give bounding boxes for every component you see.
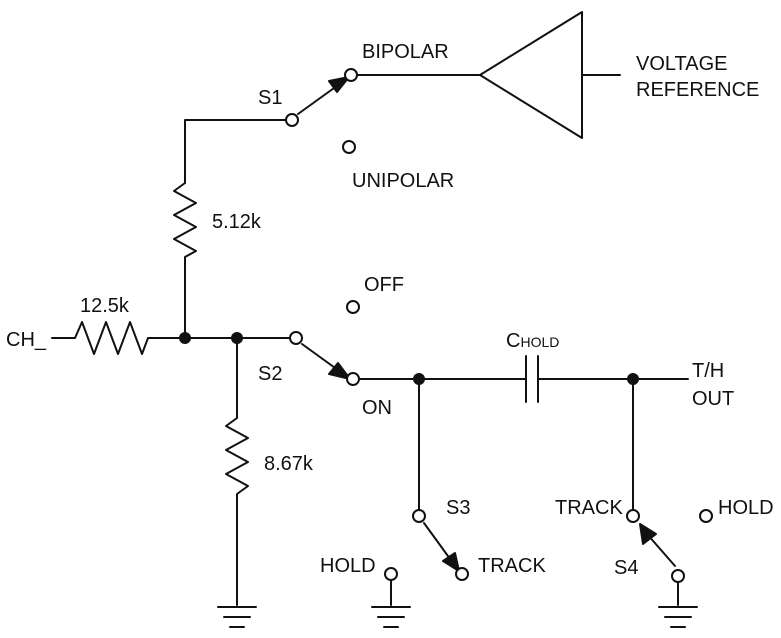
- s1-common-contact: [285, 113, 299, 127]
- label-5-12k: 5.12k: [212, 211, 262, 233]
- wires: [51, 11, 698, 628]
- s2-on-contact: [346, 372, 360, 386]
- label-hold-s4: HOLD: [718, 497, 774, 519]
- label-reference: REFERENCE: [636, 79, 759, 101]
- label-on: ON: [362, 397, 392, 419]
- labels: BIPOLAR S1 UNIPOLAR VOLTAGE REFERENCE 5.…: [6, 41, 774, 579]
- junction-divider-node: [231, 332, 243, 344]
- s3-track-contact: [455, 567, 469, 581]
- s1-bipolar-contact: [344, 68, 358, 82]
- junction-output-node: [627, 373, 639, 385]
- s3-hold-contact: [384, 567, 398, 581]
- label-ch: CH_: [6, 329, 47, 351]
- label-s4: S4: [614, 557, 638, 579]
- label-track-s3: TRACK: [478, 555, 546, 577]
- s4-arrow-head: [639, 523, 657, 545]
- junction-dots: [179, 332, 639, 385]
- s3-common-contact: [412, 509, 426, 523]
- label-track-s4: TRACK: [555, 497, 623, 519]
- label-s1: S1: [258, 87, 282, 109]
- s4-common-contact: [671, 569, 685, 583]
- switch-contacts: [285, 68, 713, 583]
- label-s2: S2: [258, 363, 282, 385]
- label-th: T/H: [692, 360, 724, 382]
- s4-switch-arm: [646, 533, 676, 567]
- label-c-hold: CHOLD: [506, 330, 559, 352]
- s2-arrow-head: [328, 362, 351, 380]
- wire-s1-to-resistor: [184, 119, 287, 184]
- resistor-8-67k: [225, 337, 249, 606]
- s4-track-contact: [626, 509, 640, 523]
- junction-s3-node: [413, 373, 425, 385]
- junction-input-node: [179, 332, 191, 344]
- s1-arrow-head: [328, 76, 350, 93]
- s3-arrow-head: [442, 552, 460, 572]
- label-12-5k: 12.5k: [80, 295, 130, 317]
- s3-switch-arm: [423, 522, 454, 564]
- label-bipolar: BIPOLAR: [362, 41, 449, 63]
- voltage-reference-buffer: [479, 11, 583, 139]
- label-unipolar: UNIPOLAR: [352, 170, 454, 192]
- label-voltage: VOLTAGE: [636, 53, 728, 75]
- s2-common-contact: [289, 331, 303, 345]
- label-c-main: C: [506, 330, 520, 352]
- label-c-sub: HOLD: [520, 334, 559, 350]
- label-hold-s3: HOLD: [320, 555, 376, 577]
- label-off: OFF: [364, 274, 404, 296]
- s2-off-contact: [346, 300, 360, 314]
- label-8-67k: 8.67k: [264, 453, 314, 475]
- s4-hold-contact: [699, 509, 713, 523]
- label-s3: S3: [446, 497, 470, 519]
- s1-unipolar-contact: [342, 140, 356, 154]
- label-out: OUT: [692, 388, 734, 410]
- resistor-5-12k: [173, 182, 197, 337]
- resistor-12-5k: [51, 321, 186, 355]
